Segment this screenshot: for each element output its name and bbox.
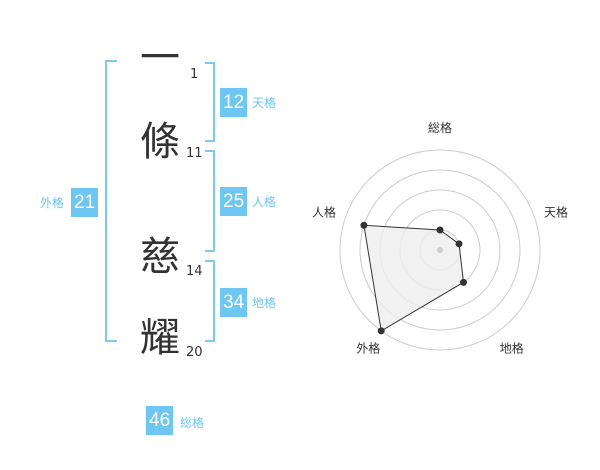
name-char-3: 慈 (140, 234, 180, 280)
gaikaku-label: 外格 (40, 196, 65, 210)
chikaku-bracket (205, 260, 215, 342)
soukaku-label: 総格 (180, 416, 205, 430)
radar-axis-label-2: 天格 (544, 204, 568, 219)
radar-grid-ring-5 (339, 149, 541, 351)
stroke-count-3: 14 (186, 264, 203, 279)
stroke-count-2: 11 (186, 146, 203, 161)
tenkaku-label: 天格 (252, 96, 277, 110)
chikaku-value: 34 (220, 288, 248, 317)
radar-axis-label-5: 人格 (312, 204, 336, 219)
radar-point-3 (460, 278, 468, 286)
name-char-1: 一 (140, 35, 180, 81)
radar-point-1 (436, 226, 444, 234)
radar-axis-label-4: 外格 (356, 341, 380, 356)
name-char-2: 條 (140, 119, 180, 165)
stroke-count-4: 20 (186, 345, 203, 360)
radar-axis-label-3: 地格 (500, 341, 524, 356)
gaikaku-value: 21 (71, 188, 99, 217)
tenkaku-value: 12 (220, 88, 248, 117)
jinkaku-bracket (205, 150, 215, 252)
radar-point-2 (455, 240, 463, 248)
stroke-count-1: 1 (190, 67, 199, 82)
soukaku-value: 46 (146, 406, 174, 435)
name-char-4: 耀 (140, 315, 180, 361)
radar-axis-label-1: 総格 (428, 120, 452, 135)
gaikaku-bracket (105, 60, 117, 342)
radar-center-dot (437, 247, 443, 253)
radar-point-5 (360, 221, 368, 229)
jinkaku-label: 人格 (252, 195, 277, 209)
tenkaku-bracket (205, 62, 215, 142)
radar-data-area (363, 224, 465, 332)
jinkaku-value: 25 (220, 187, 248, 216)
chikaku-label: 地格 (252, 296, 277, 310)
radar-grid-ring-4 (359, 169, 521, 331)
radar-point-4 (377, 327, 385, 335)
